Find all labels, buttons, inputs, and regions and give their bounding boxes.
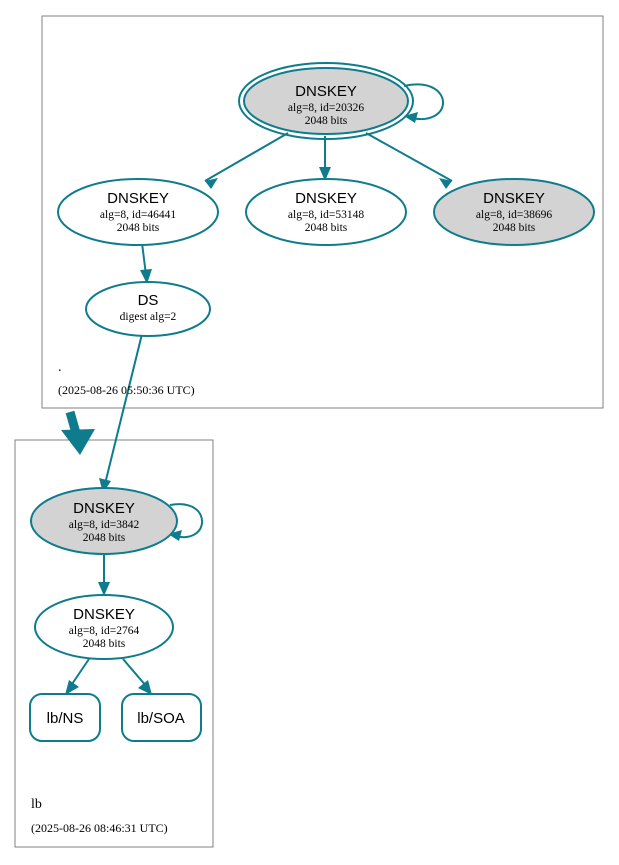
edge-rootksk-self-loop <box>403 83 445 123</box>
edge-lbksk-to-lbzsk <box>98 553 110 596</box>
node-root-zsk-53148-size: 2048 bits <box>305 222 348 234</box>
node-root-ds[interactable]: DS digest alg=2 <box>85 281 211 337</box>
edge-lbzsk-to-lbsoa <box>122 658 152 695</box>
zone-frame-root <box>41 15 604 409</box>
zone-label-root: . <box>58 360 62 375</box>
node-root-ds-params: digest alg=2 <box>120 311 177 323</box>
node-root-zsk-38696[interactable]: DNSKEY alg=8, id=38696 2048 bits <box>433 178 595 246</box>
edge-rootksk-to-46441 <box>204 132 289 189</box>
node-lb-zsk-params: alg=8, id=2764 <box>69 625 140 637</box>
node-lb-soa-title: lb/SOA <box>137 710 185 727</box>
node-lb-ksk-size: 2048 bits <box>83 532 126 544</box>
node-root-zsk-46441[interactable]: DNSKEY alg=8, id=46441 2048 bits <box>57 178 219 246</box>
zone-label-lb: lb <box>31 797 42 812</box>
node-lb-soa[interactable]: lb/SOA <box>121 693 202 742</box>
node-lb-zsk[interactable]: DNSKEY alg=8, id=2764 2048 bits <box>34 594 174 660</box>
node-lb-zsk-title: DNSKEY <box>73 606 135 623</box>
node-root-zsk-46441-params: alg=8, id=46441 <box>100 209 176 221</box>
node-root-ksk-size: 2048 bits <box>305 115 348 127</box>
edge-lbzsk-to-lbns <box>65 658 90 695</box>
node-root-zsk-46441-title: DNSKEY <box>107 190 169 207</box>
node-lb-ns-title: lb/NS <box>47 710 84 727</box>
node-lb-ns[interactable]: lb/NS <box>29 693 101 742</box>
edge-lbksk-self-loop <box>168 503 204 541</box>
node-root-zsk-38696-title: DNSKEY <box>483 190 545 207</box>
node-lb-ksk[interactable]: DNSKEY alg=8, id=3842 2048 bits <box>30 487 178 555</box>
node-lb-ksk-params: alg=8, id=3842 <box>69 519 140 531</box>
zone-timestamp-lb: (2025-08-26 08:46:31 UTC) <box>31 821 168 835</box>
node-root-ds-title: DS <box>138 292 159 309</box>
node-root-zsk-46441-size: 2048 bits <box>117 222 160 234</box>
edge-rootksk-to-53148 <box>319 136 331 181</box>
node-root-ksk-title: DNSKEY <box>295 83 357 100</box>
node-root-zsk-53148-title: DNSKEY <box>295 190 357 207</box>
edge-delegation-root-to-lb <box>61 410 95 455</box>
node-root-zsk-38696-params: alg=8, id=38696 <box>476 209 552 221</box>
node-root-zsk-53148-params: alg=8, id=53148 <box>288 209 364 221</box>
node-lb-zsk-size: 2048 bits <box>83 638 126 650</box>
node-lb-ksk-title: DNSKEY <box>73 500 135 517</box>
node-root-ksk-params: alg=8, id=20326 <box>288 102 364 114</box>
zone-timestamp-root: (2025-08-26 05:50:36 UTC) <box>58 383 195 397</box>
edge-ds-to-lbksk <box>99 329 144 493</box>
edge-46441-to-ds <box>140 242 152 284</box>
node-root-zsk-38696-size: 2048 bits <box>493 222 536 234</box>
node-root-ksk[interactable]: DNSKEY alg=8, id=20326 2048 bits <box>238 62 414 140</box>
node-root-zsk-53148[interactable]: DNSKEY alg=8, id=53148 2048 bits <box>245 178 407 246</box>
zone-frame-lb <box>14 439 214 848</box>
edge-rootksk-to-38696 <box>365 132 453 189</box>
